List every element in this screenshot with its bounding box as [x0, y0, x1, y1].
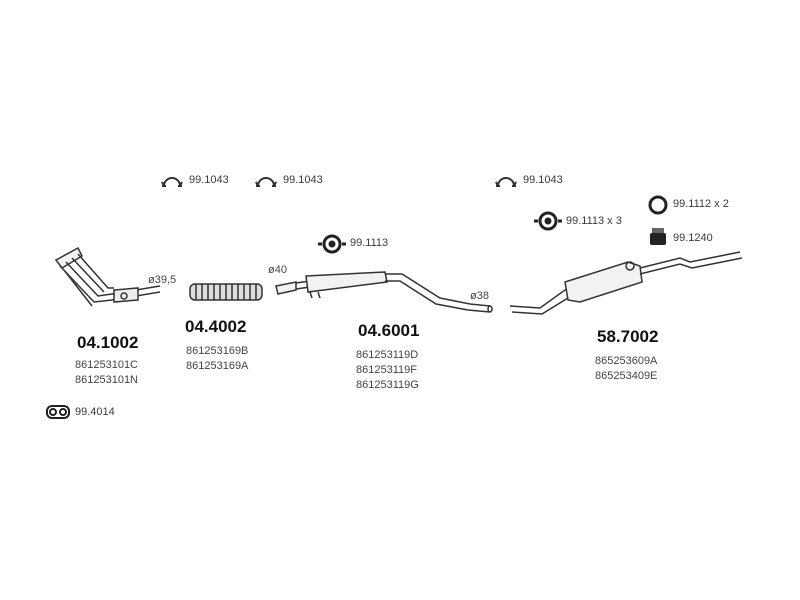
oem-number: 865253609A	[595, 355, 658, 367]
oem-number: 861253169B	[186, 345, 249, 357]
ring-icon	[648, 195, 668, 215]
rear-silencer-drawing	[509, 251, 743, 315]
hanger-icon	[534, 211, 562, 231]
clamp-icon	[495, 177, 517, 187]
clamp-label: 99.1043	[523, 174, 563, 186]
mount-label: 99.1240	[673, 232, 713, 244]
oem-number: 861253101N	[75, 374, 139, 386]
hanger-label: 99.1113 x 3	[566, 215, 622, 227]
gasket-label: 99.4014	[75, 406, 115, 418]
clamp-icon	[255, 177, 277, 187]
diameter-label: ø40	[268, 264, 287, 276]
part-number: 04.6001	[358, 321, 420, 340]
clamp-label: 99.1043	[283, 174, 323, 186]
oem-number: 861253101C	[75, 359, 139, 371]
oem-number: 861253119G	[356, 379, 419, 391]
front-pipe-drawing	[54, 246, 161, 307]
oem-number: 861253169A	[186, 360, 249, 372]
oem-number: 861253119D	[356, 349, 419, 361]
mount-icon	[650, 228, 666, 245]
hanger-icon	[318, 234, 346, 254]
diameter-label: ø38	[470, 290, 489, 302]
flex-pipe-drawing	[189, 283, 263, 301]
diameter-label: ø39,5	[148, 274, 177, 286]
middle-silencer-drawing	[275, 271, 493, 313]
ring-label: 99.1112 x 2	[673, 198, 729, 210]
gasket-icon	[46, 405, 70, 419]
hanger-label: 99.1113	[350, 237, 389, 249]
clamp-label: 99.1043	[189, 174, 229, 186]
part-number: 58.7002	[597, 327, 659, 346]
clamp-icon	[161, 177, 183, 187]
part-number: 04.1002	[77, 333, 139, 352]
part-number: 04.4002	[185, 317, 247, 336]
oem-number: 865253409E	[595, 370, 658, 382]
oem-number: 861253119F	[356, 364, 417, 376]
